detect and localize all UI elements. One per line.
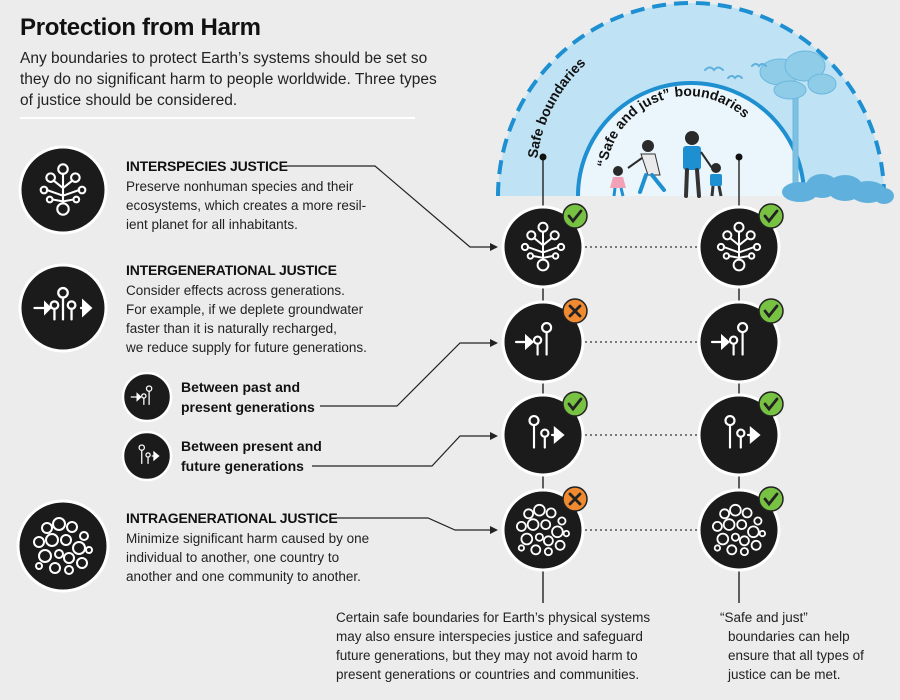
check-icon [758, 486, 784, 512]
page-title: Protection from Harm [20, 14, 261, 41]
safe-column-marker [539, 153, 547, 161]
birds-icon [704, 63, 767, 80]
check-icon [562, 391, 588, 417]
safe-interspecies-node [501, 203, 588, 289]
check-icon [758, 298, 784, 324]
check-icon [758, 203, 784, 229]
safe-and-just-interspecies-node [697, 203, 784, 289]
check-icon [758, 391, 784, 417]
check-icon [562, 203, 588, 229]
intergenerational-heading: INTERGENERATIONAL JUSTICE [126, 262, 337, 278]
leader-arrowheads [490, 243, 498, 534]
intergenerational-description: Consider effects across generations. For… [126, 283, 367, 355]
interspecies-icon [18, 145, 108, 235]
interspecies-heading: INTERSPECIES JUSTICE [126, 158, 288, 174]
safe-present-future-node [501, 391, 588, 477]
interspecies-description: Preserve nonhuman species and their ecos… [126, 179, 367, 232]
intragenerational-description: Minimize significant harm caused by one … [126, 531, 370, 584]
safe-and-just-past-present-node [697, 298, 784, 384]
divider [20, 117, 415, 119]
safe-boundaries-dome: Safe boundaries “Safe and just” boundari… [496, 1, 886, 197]
column-lines [542, 158, 740, 603]
safe-past-present-node [501, 298, 588, 384]
shrubs-icon [782, 174, 894, 204]
safe-and-just-footnote: “Safe and just” boundaries can help ensu… [720, 610, 864, 682]
past-present-icon [121, 371, 173, 423]
safe-boundaries-label: Safe boundaries [524, 54, 588, 159]
safe-and-just-column-marker [735, 153, 743, 161]
present-future-label: Between present and future generations [181, 438, 322, 474]
cross-icon [562, 298, 588, 324]
row-connectors [585, 246, 697, 531]
intergenerational-icon [18, 263, 108, 353]
present-future-icon [121, 430, 173, 482]
tree-icon [759, 50, 837, 189]
safe-footnote: Certain safe boundaries for Earth’s phys… [336, 610, 651, 682]
safe-intragenerational-node [501, 486, 588, 572]
people-icon [610, 131, 723, 198]
safe-and-just-intragenerational-node [697, 486, 784, 572]
past-present-label: Between past and present generations [181, 379, 315, 415]
column-icons [501, 203, 784, 572]
page-subtitle: Any boundaries to protect Earth’s system… [20, 50, 437, 109]
safe-and-just-label: “Safe and just” boundaries [594, 83, 754, 168]
intragenerational-heading: INTRAGENERATIONAL JUSTICE [126, 510, 338, 526]
cross-icon [562, 486, 588, 512]
intragenerational-icon [16, 499, 110, 593]
safe-and-just-present-future-node [697, 391, 784, 477]
